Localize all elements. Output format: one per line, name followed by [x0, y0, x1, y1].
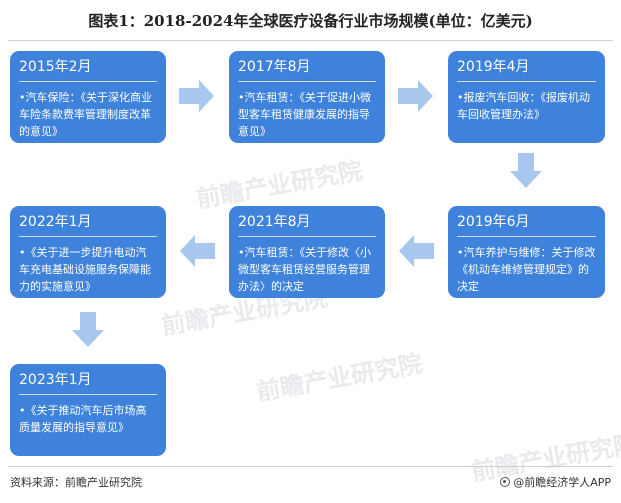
card-year: 2019年4月: [457, 58, 596, 82]
card-year: 2019年6月: [457, 213, 596, 237]
timeline-card-2019-04: 2019年4月 •报废汽车回收：《报废机动车回收管理办法》: [448, 51, 605, 143]
card-text: •报废汽车回收：《报废机动车回收管理办法》: [457, 91, 590, 121]
card-text: •汽车租赁：《关于修改〈小微型客车租赁经营服务管理办法〉的决定: [238, 246, 371, 293]
arrow-down-icon: [510, 153, 542, 188]
card-year: 2021年8月: [238, 213, 376, 237]
bottom-divider: [8, 466, 613, 467]
card-text: •汽车养护与维修：关于修改《机动车维修管理规定》的决定: [457, 246, 596, 293]
top-divider: [8, 40, 613, 41]
card-text: •汽车保险：《关于深化商业车险条款费率管理制度改革的意见》: [19, 91, 152, 138]
timeline-card-2019-06: 2019年6月 •汽车养护与维修：关于修改《机动车维修管理规定》的决定: [448, 206, 605, 298]
watermark: 前瞻产业研究院: [194, 156, 365, 214]
timeline-card-2015-02: 2015年2月 •汽车保险：《关于深化商业车险条款费率管理制度改革的意见》: [10, 51, 166, 143]
arrow-left-icon: [180, 235, 215, 267]
timeline-card-2021-08: 2021年8月 •汽车租赁：《关于修改〈小微型客车租赁经营服务管理办法〉的决定: [229, 206, 385, 298]
card-year: 2022年1月: [19, 213, 157, 237]
card-year: 2023年1月: [19, 371, 157, 395]
arrow-right-icon: [398, 80, 433, 112]
card-text: •汽车租赁：《关于促进小微型客车租赁健康发展的指导意见》: [238, 91, 371, 138]
arrow-left-icon: [399, 235, 434, 267]
timeline-card-2022-01: 2022年1月 •《关于进一步提升电动汽车充电基础设施服务保障能力的实施意见》: [10, 206, 166, 298]
watermark: 前瞻产业研究院: [254, 349, 425, 407]
card-text: •《关于进一步提升电动汽车充电基础设施服务保障能力的实施意见》: [19, 246, 151, 293]
card-text: •《关于推动汽车后市场高质量发展的指导意见》: [19, 404, 147, 434]
source-note: 资料来源：前瞻产业研究院: [10, 476, 142, 489]
brand-credit: @前瞻经济学人APP: [500, 474, 611, 490]
arrow-right-icon: [179, 80, 214, 112]
arrow-down-icon: [72, 312, 104, 347]
chart-title: 图表1：2018-2024年全球医疗设备行业市场规模(单位：亿美元): [88, 12, 533, 30]
timeline-card-2017-08: 2017年8月 •汽车租赁：《关于促进小微型客车租赁健康发展的指导意见》: [229, 51, 385, 143]
timeline-card-2023-01: 2023年1月 •《关于推动汽车后市场高质量发展的指导意见》: [10, 364, 166, 456]
brand-text: @前瞻经济学人APP: [513, 476, 611, 489]
card-year: 2015年2月: [19, 58, 157, 82]
card-year: 2017年8月: [238, 58, 376, 82]
brand-logo-icon: [500, 477, 511, 487]
